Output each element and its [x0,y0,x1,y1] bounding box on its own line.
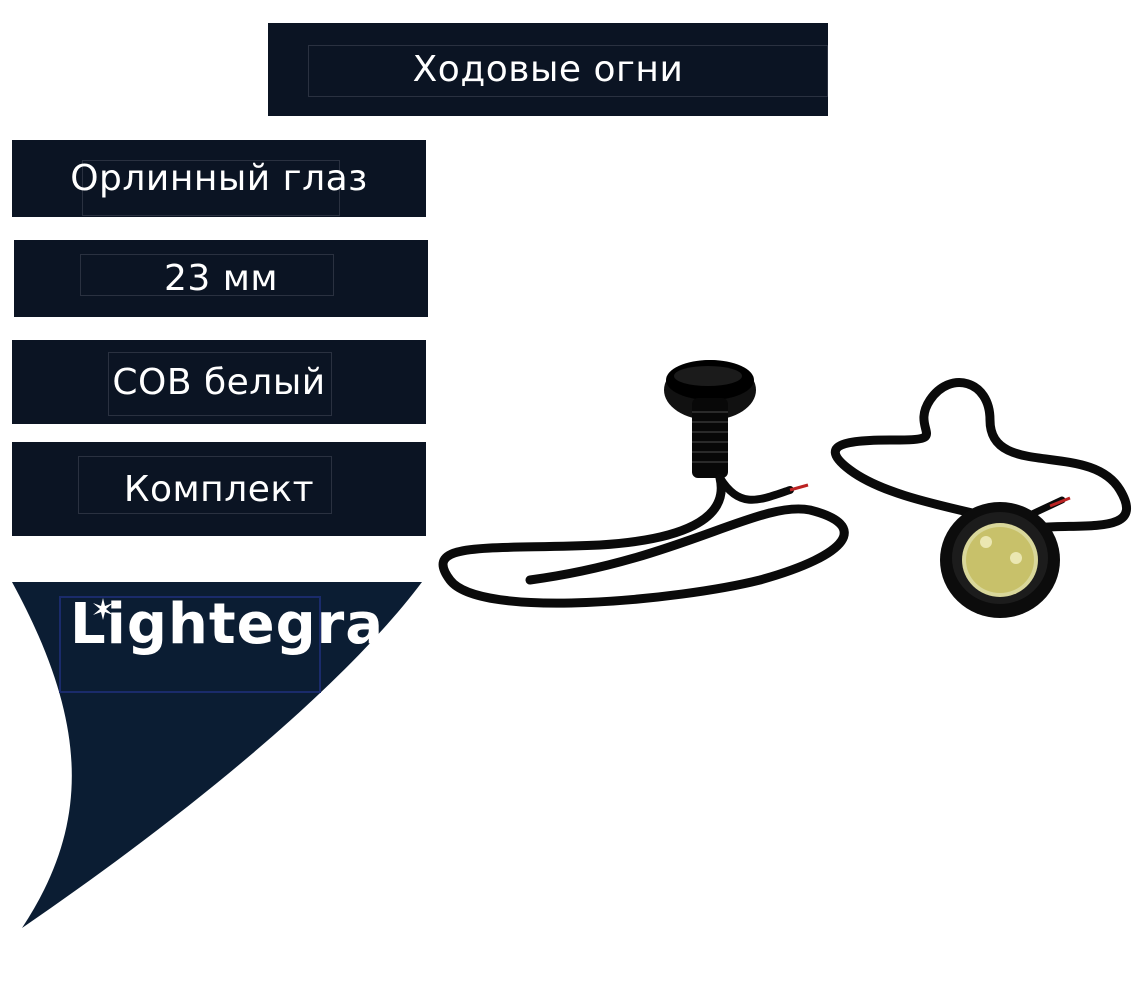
light-left [438,360,849,608]
page-title: Ходовые огни [412,49,684,90]
feature-label: Комплект [123,468,315,510]
brand-logo-frame [59,596,321,693]
brand-banner [12,582,422,928]
feature-box-color: COB белый [12,340,426,424]
light-right [830,378,1131,618]
feature-label: 23 мм [163,258,279,299]
feature-box-set: Комплект [12,442,426,536]
brand-logo-text: Lightegra [70,592,385,657]
feature-label: COB белый [112,361,326,403]
feature-box-size: 23 мм [14,240,428,317]
feature-box-eagle-eye: Орлинный глаз [12,140,426,217]
star-burst-icon [93,598,113,620]
title-box: Ходовые огни [268,23,828,116]
feature-label: Орлинный глаз [70,158,368,199]
led-eagle-eye-lights-image [438,360,1131,618]
